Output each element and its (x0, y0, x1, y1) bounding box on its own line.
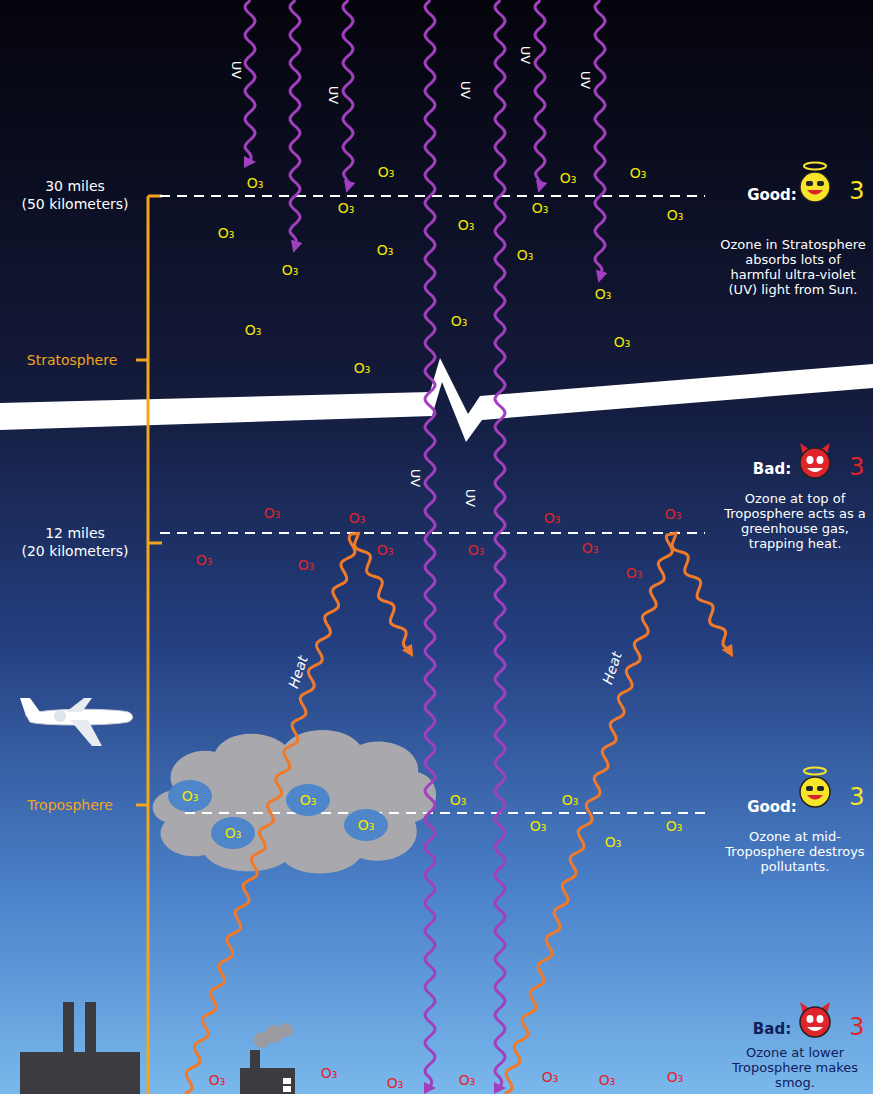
ozone-label: O₃ (338, 200, 355, 216)
uv-ray (495, 0, 505, 1088)
ozone-label: O₃ (459, 1072, 476, 1088)
ozone-label: O₃ (542, 1069, 559, 1085)
text-label: UV (458, 81, 473, 99)
ozone-label: O₃ (666, 818, 683, 834)
scale-break (0, 358, 873, 442)
text-label: Bad: (753, 1021, 791, 1038)
cloud (153, 730, 436, 874)
callout-text: Ozone at lower Troposphere makes smog. (730, 1046, 860, 1091)
text-label: Stratosphere (27, 352, 118, 368)
ozone-label: O₃ (282, 262, 299, 278)
stratosphere-sky (0, 0, 873, 420)
text-label: 30 miles (45, 178, 105, 194)
text-label: 3 (849, 1014, 864, 1042)
text-label: 12 miles (45, 525, 105, 541)
ozone-label: O₃ (665, 506, 682, 522)
ozone-bubble: O₃ (168, 780, 212, 812)
text-label: UV (408, 469, 423, 487)
airplane (20, 698, 133, 746)
uv-ray (245, 0, 255, 162)
text-label: Bad: (753, 461, 791, 478)
ozone-label: O₃ (450, 792, 467, 808)
ozone-label: O₃ (451, 313, 468, 329)
ozone-label: O₃ (544, 510, 561, 526)
altitude-bracket (136, 196, 162, 1094)
ozone-bubble: O₃ (344, 809, 388, 841)
callout-text: Ozone at mid-Troposphere destroys pollut… (720, 830, 870, 875)
heat-ray (185, 533, 410, 1094)
callout-text: Ozone in Stratosphere absorbs lots of ha… (718, 238, 868, 298)
ozone-label: O₃ (468, 542, 485, 558)
ozone-label: O₃ (358, 817, 375, 833)
text-label: UV (518, 46, 533, 64)
text-label: (50 kilometers) (21, 196, 128, 212)
good-face (800, 768, 830, 808)
altitude-dashes (160, 196, 705, 813)
uv-ray (535, 0, 545, 187)
good-face (800, 163, 830, 203)
ozone-label: O₃ (626, 565, 643, 581)
text-label: UV (326, 86, 341, 104)
ozone-label: O₃ (667, 1069, 684, 1085)
ozone-label: O₃ (182, 788, 199, 804)
ozone-label: O₃ (218, 225, 235, 241)
troposphere-sky (0, 400, 873, 1094)
ozone-label: O₃ (599, 1072, 616, 1088)
ozone-label: O₃ (582, 540, 599, 556)
ozone-label: O₃ (667, 207, 684, 223)
bad-face (800, 443, 830, 478)
ozone-label: O₃ (560, 170, 577, 186)
ozone-label: O₃ (377, 542, 394, 558)
factory (20, 1002, 295, 1094)
ozone-label: O₃ (378, 164, 395, 180)
text-label: UV (578, 71, 593, 89)
ozone-label: O₃ (209, 1072, 226, 1088)
ozone-label: O₃ (300, 792, 317, 808)
ozone-label: O₃ (530, 818, 547, 834)
uv-ray (595, 0, 605, 277)
radiation-arrows (185, 0, 730, 1094)
ozone-label: O₃ (517, 247, 534, 263)
text-label: Troposphere (27, 797, 113, 813)
ozone-label: O₃ (264, 505, 281, 521)
text-label: 3 (849, 178, 864, 206)
ozone-label: O₃ (630, 165, 647, 181)
text-label: UV (229, 61, 244, 79)
ozone-label: O₃ (225, 825, 242, 841)
heat-ray (505, 533, 730, 1094)
text-label: Good: (747, 187, 797, 204)
ozone-bubble: O₃ (286, 784, 330, 816)
ozone-label: O₃ (605, 834, 622, 850)
ozone-label: O₃ (614, 334, 631, 350)
callout-text: Ozone at top of Troposphere acts as a gr… (720, 492, 870, 552)
ozone-label: O₃ (532, 200, 549, 216)
ozone-label: O₃ (377, 242, 394, 258)
ozone-label: O₃ (245, 322, 262, 338)
ozone-label: O₃ (354, 360, 371, 376)
ozone-label: O₃ (562, 792, 579, 808)
text-label: 3 (849, 454, 864, 482)
ozone-label: O₃ (321, 1065, 338, 1081)
text-label: UV (463, 489, 478, 507)
ozone-label: O₃ (196, 552, 213, 568)
bad-face (800, 1002, 830, 1037)
text-label: (20 kilometers) (21, 543, 128, 559)
ozone-label: O₃ (349, 510, 366, 526)
ozone-bubble: O₃ (211, 817, 255, 849)
uv-ray (343, 0, 353, 187)
text-label: Good: (747, 799, 797, 816)
text-label: 3 (849, 784, 864, 812)
ozone-label: O₃ (595, 286, 612, 302)
ozone-label: O₃ (247, 175, 264, 191)
ozone-label: O₃ (387, 1075, 404, 1091)
uv-ray (290, 0, 300, 247)
ozone-label: O₃ (458, 217, 475, 233)
ozone-label: O₃ (298, 557, 315, 573)
uv-ray (425, 0, 435, 1088)
